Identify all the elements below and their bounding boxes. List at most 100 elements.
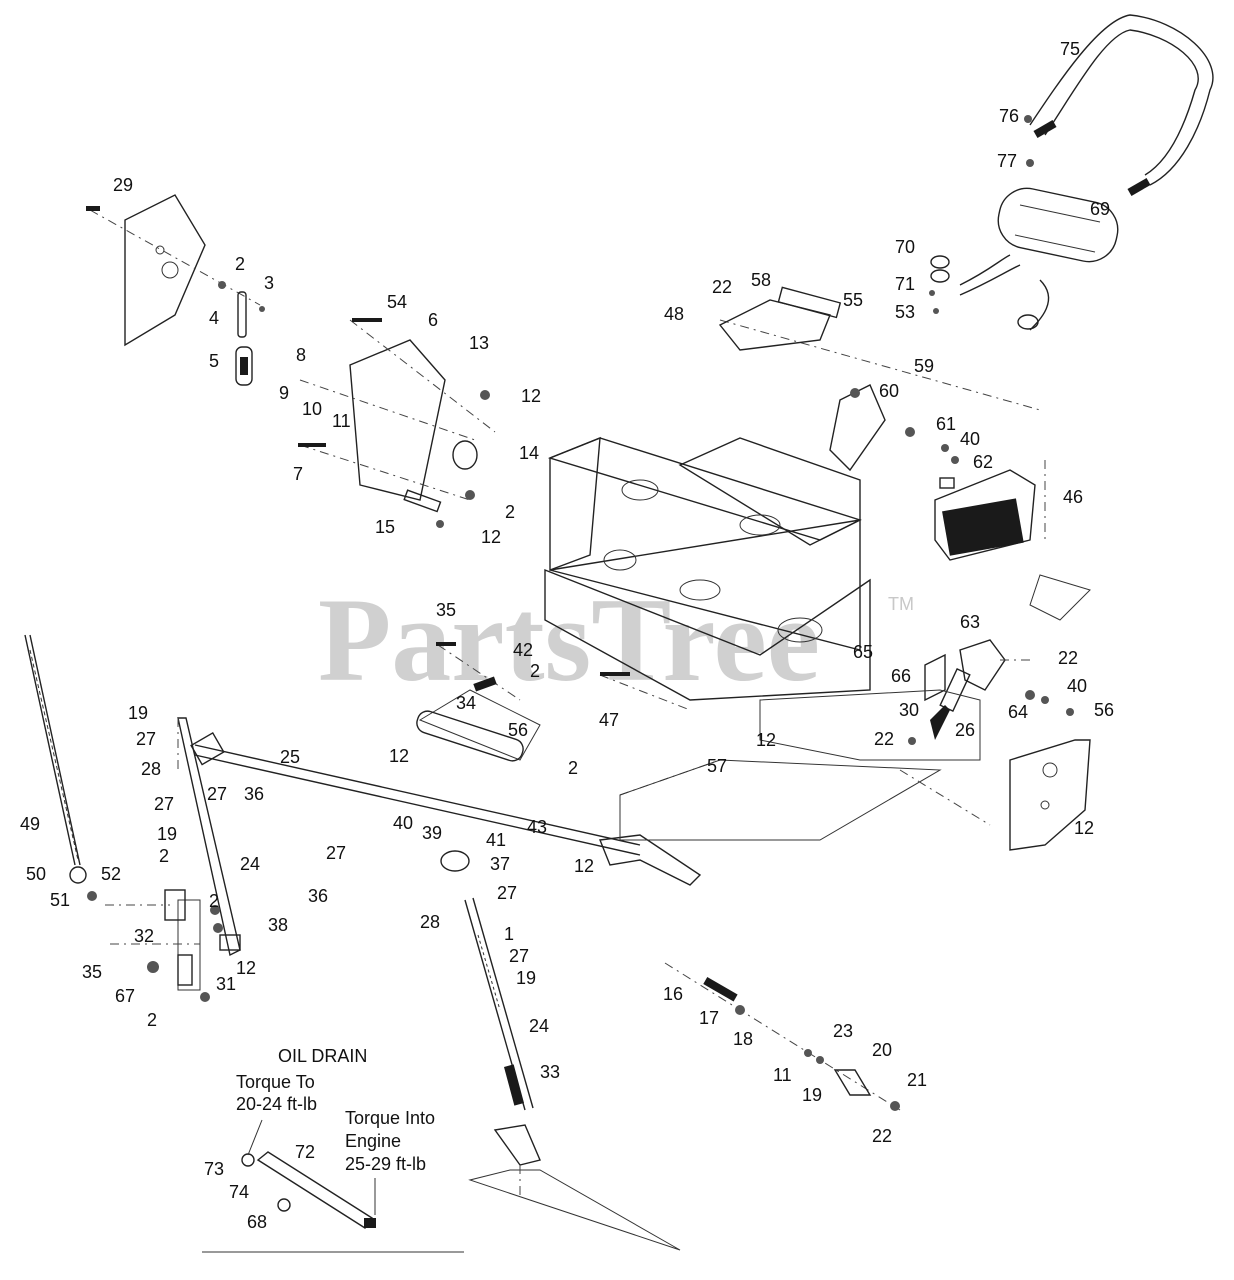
callout-27b: 27 [154, 794, 174, 814]
callout-66: 66 [891, 666, 911, 686]
callout-74: 74 [229, 1182, 249, 1202]
callout-1: 1 [504, 924, 514, 944]
callout-27f: 27 [509, 946, 529, 966]
callout-31: 31 [216, 974, 236, 994]
callout-29: 29 [113, 175, 133, 195]
callout-21: 21 [907, 1070, 927, 1090]
right-lever [759, 639, 1074, 761]
callout-2b: 2 [505, 502, 515, 522]
oil-drain-hose [202, 1119, 464, 1253]
callout-9: 9 [279, 383, 289, 403]
callout-35b: 35 [82, 962, 102, 982]
callout-3: 3 [264, 273, 274, 293]
main-frame [544, 436, 871, 701]
battery [934, 460, 1091, 621]
callout-33: 33 [540, 1062, 560, 1082]
callout-7: 7 [293, 464, 303, 484]
callout-76: 76 [999, 106, 1019, 126]
callout-14: 14 [519, 443, 539, 463]
callout-68: 68 [247, 1212, 267, 1232]
torque-to-line2: 20-24 ft-lb [236, 1094, 317, 1114]
callout-56b: 56 [1094, 700, 1114, 720]
callout-35: 35 [436, 600, 456, 620]
callout-2c: 2 [530, 661, 540, 681]
callout-43: 43 [527, 817, 547, 837]
callout-59: 59 [914, 356, 934, 376]
steering-plate [298, 318, 496, 528]
callout-54: 54 [387, 292, 407, 312]
callout-17: 17 [699, 1008, 719, 1028]
right-mount-plate [899, 739, 1091, 851]
callout-40: 40 [960, 429, 980, 449]
callout-13: 13 [469, 333, 489, 353]
callout-labels: 29 2 3 4 5 54 6 13 8 9 10 11 12 7 14 15 … [20, 39, 1114, 1232]
callout-19d: 19 [802, 1085, 822, 1105]
callout-24b: 24 [529, 1016, 549, 1036]
callout-48: 48 [664, 304, 684, 324]
oil-drain-note: OIL DRAIN Torque To 20-24 ft-lb Torque I… [236, 1046, 435, 1174]
callout-2: 2 [235, 254, 245, 274]
callout-53: 53 [895, 302, 915, 322]
callout-75: 75 [1060, 39, 1080, 59]
callout-52: 52 [101, 864, 121, 884]
callout-69: 69 [1090, 199, 1110, 219]
callout-8: 8 [296, 345, 306, 365]
callout-70: 70 [895, 237, 915, 257]
callout-22b: 22 [1058, 648, 1078, 668]
center-lever [440, 850, 681, 1251]
callout-24: 24 [240, 854, 260, 874]
callout-16: 16 [663, 984, 683, 1004]
callout-22d: 22 [872, 1126, 892, 1146]
torque-into-line1: Torque Into [345, 1108, 435, 1128]
callout-42: 42 [513, 640, 533, 660]
callout-41: 41 [486, 830, 506, 850]
callout-18: 18 [733, 1029, 753, 1049]
gaskets [929, 255, 950, 314]
callout-27: 27 [136, 729, 156, 749]
callout-57: 57 [707, 756, 727, 776]
callout-2f: 2 [209, 891, 219, 911]
callout-40b: 40 [1067, 676, 1087, 696]
muffler [959, 187, 1119, 331]
callout-32: 32 [134, 926, 154, 946]
callout-56: 56 [508, 720, 528, 740]
callout-6: 6 [428, 310, 438, 330]
callout-36b: 36 [308, 886, 328, 906]
callout-28b: 28 [420, 912, 440, 932]
callout-37: 37 [490, 854, 510, 874]
left-mount-plate [86, 194, 261, 347]
callout-27d: 27 [497, 883, 517, 903]
callout-36: 36 [244, 784, 264, 804]
callout-55: 55 [843, 290, 863, 310]
callout-65: 65 [853, 642, 873, 662]
callout-25: 25 [280, 747, 300, 767]
callout-38: 38 [268, 915, 288, 935]
callout-47: 47 [599, 710, 619, 730]
callout-39: 39 [422, 823, 442, 843]
callout-4: 4 [209, 308, 219, 328]
callout-73: 73 [204, 1159, 224, 1179]
torque-to-line1: Torque To [236, 1072, 315, 1092]
callout-62: 62 [973, 452, 993, 472]
callout-12e: 12 [1074, 818, 1094, 838]
callout-20: 20 [872, 1040, 892, 1060]
oil-drain-title: OIL DRAIN [278, 1046, 367, 1066]
traction-rod [190, 732, 942, 886]
callout-15: 15 [375, 517, 395, 537]
callout-12d: 12 [756, 730, 776, 750]
left-lever [105, 717, 241, 1002]
callout-27c: 27 [207, 784, 227, 804]
callout-5: 5 [209, 351, 219, 371]
callout-71: 71 [895, 274, 915, 294]
callout-19: 19 [128, 703, 148, 723]
callout-40c: 40 [393, 813, 413, 833]
callout-23: 23 [833, 1021, 853, 1041]
callout-34: 34 [456, 693, 476, 713]
callout-12: 12 [521, 386, 541, 406]
callout-64: 64 [1008, 702, 1028, 722]
callout-28: 28 [141, 759, 161, 779]
callout-2g: 2 [147, 1010, 157, 1030]
callout-22: 22 [712, 277, 732, 297]
